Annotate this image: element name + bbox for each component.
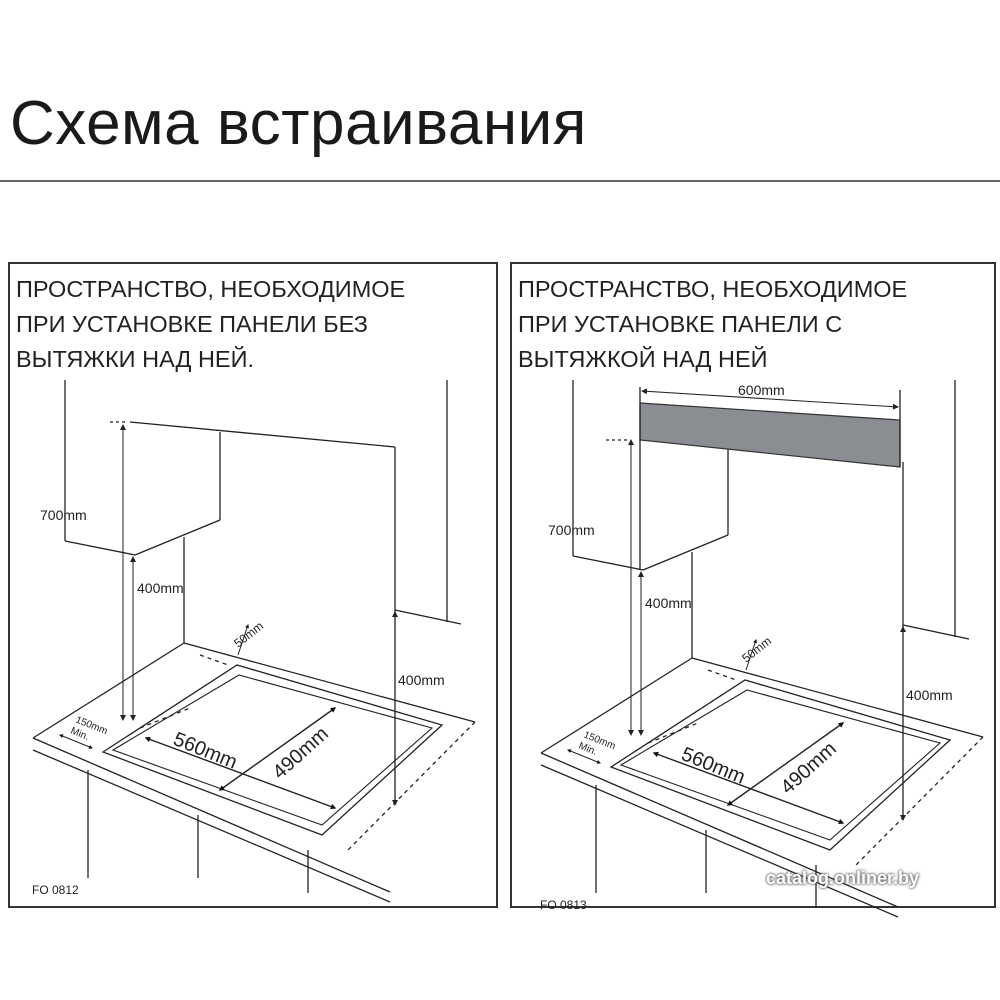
dim-560-label: 560mm <box>170 728 240 773</box>
dim-600-label: 600mm <box>738 382 785 398</box>
hood-band <box>639 402 901 468</box>
depth-50-arrow <box>745 639 757 671</box>
figure-code: FO 0813 <box>540 898 587 912</box>
caption-line: ПРИ УСТАНОВКЕ ПАНЕЛИ С <box>518 311 843 337</box>
caption-line: ПРИ УСТАНОВКЕ ПАНЕЛИ БЕЗ <box>16 311 368 337</box>
page-title: Схема встраивания <box>10 89 587 158</box>
side-150-arrow <box>567 749 601 764</box>
cabinet-bottom-right-edge <box>642 534 729 571</box>
title-divider <box>0 180 1000 182</box>
countertop-right-edge <box>855 736 984 866</box>
diagram-panel-with-hood: ПРОСТРАНСТВО, НЕОБХОДИМОЕ ПРИ УСТАНОВКЕ … <box>510 262 996 908</box>
diagram-panel-without-hood: ПРОСТРАНСТВО, НЕОБХОДИМОЕ ПРИ УСТАНОВКЕ … <box>8 262 498 908</box>
dim-600-arrow <box>641 388 899 410</box>
countertop-front-lower-edge <box>540 764 899 918</box>
dim-400-left-label: 400mm <box>645 595 692 611</box>
right-wall-base-line <box>902 624 970 640</box>
dim-560-label: 560mm <box>678 743 748 788</box>
dim-400-right-label: 400mm <box>906 687 953 703</box>
dim-400-right-label: 400mm <box>398 672 445 688</box>
caption-line: ВЫТЯЖКОЙ НАД НЕЙ <box>518 346 768 372</box>
caption-line: ВЫТЯЖКИ НАД НЕЙ. <box>16 346 255 372</box>
dim-50-label: 50mm <box>739 634 774 666</box>
cutout-outer <box>101 664 444 836</box>
figure-code: FO 0812 <box>32 883 79 897</box>
cutout-outer <box>609 679 952 851</box>
cabinet-top-line <box>129 421 396 448</box>
cabinet-bottom-left-edge <box>572 555 644 571</box>
countertop-right-edge <box>347 721 476 851</box>
caption-line: ПРОСТРАНСТВО, НЕОБХОДИМОЕ <box>518 276 908 302</box>
back-guide-dashed <box>199 654 229 666</box>
side-150-arrow <box>59 734 93 749</box>
right-wall-base-line <box>394 609 462 625</box>
countertop-back-edge <box>183 642 476 723</box>
back-guide-dashed <box>707 669 737 681</box>
countertop-left-edge <box>540 657 693 754</box>
dim-490-arrow <box>218 707 337 791</box>
cabinet-bottom-left-edge <box>64 540 136 556</box>
dim-50-label: 50mm <box>231 619 266 651</box>
side-guide-dashed <box>139 707 191 729</box>
dim-700-label: 700mm <box>40 507 87 523</box>
countertop-front-edge <box>32 737 391 893</box>
side-guide-dashed <box>647 722 699 744</box>
panel-caption: ПРОСТРАНСТВО, НЕОБХОДИМОЕ ПРИ УСТАНОВКЕ … <box>518 272 907 377</box>
dim-400-left-label: 400mm <box>137 580 184 596</box>
countertop-front-edge <box>540 752 899 908</box>
depth-50-arrow <box>237 624 249 656</box>
countertop-front-lower-edge <box>32 749 391 903</box>
dim-700-label: 700mm <box>548 522 595 538</box>
dim-490-arrow <box>726 722 845 806</box>
cabinet-bottom-right-edge <box>134 519 221 556</box>
countertop-left-edge <box>32 642 185 739</box>
watermark: catalog.onliner.by <box>766 868 920 888</box>
panel-caption: ПРОСТРАНСТВО, НЕОБХОДИМОЕ ПРИ УСТАНОВКЕ … <box>16 272 405 377</box>
caption-line: ПРОСТРАНСТВО, НЕОБХОДИМОЕ <box>16 276 406 302</box>
countertop-back-edge <box>691 657 984 738</box>
